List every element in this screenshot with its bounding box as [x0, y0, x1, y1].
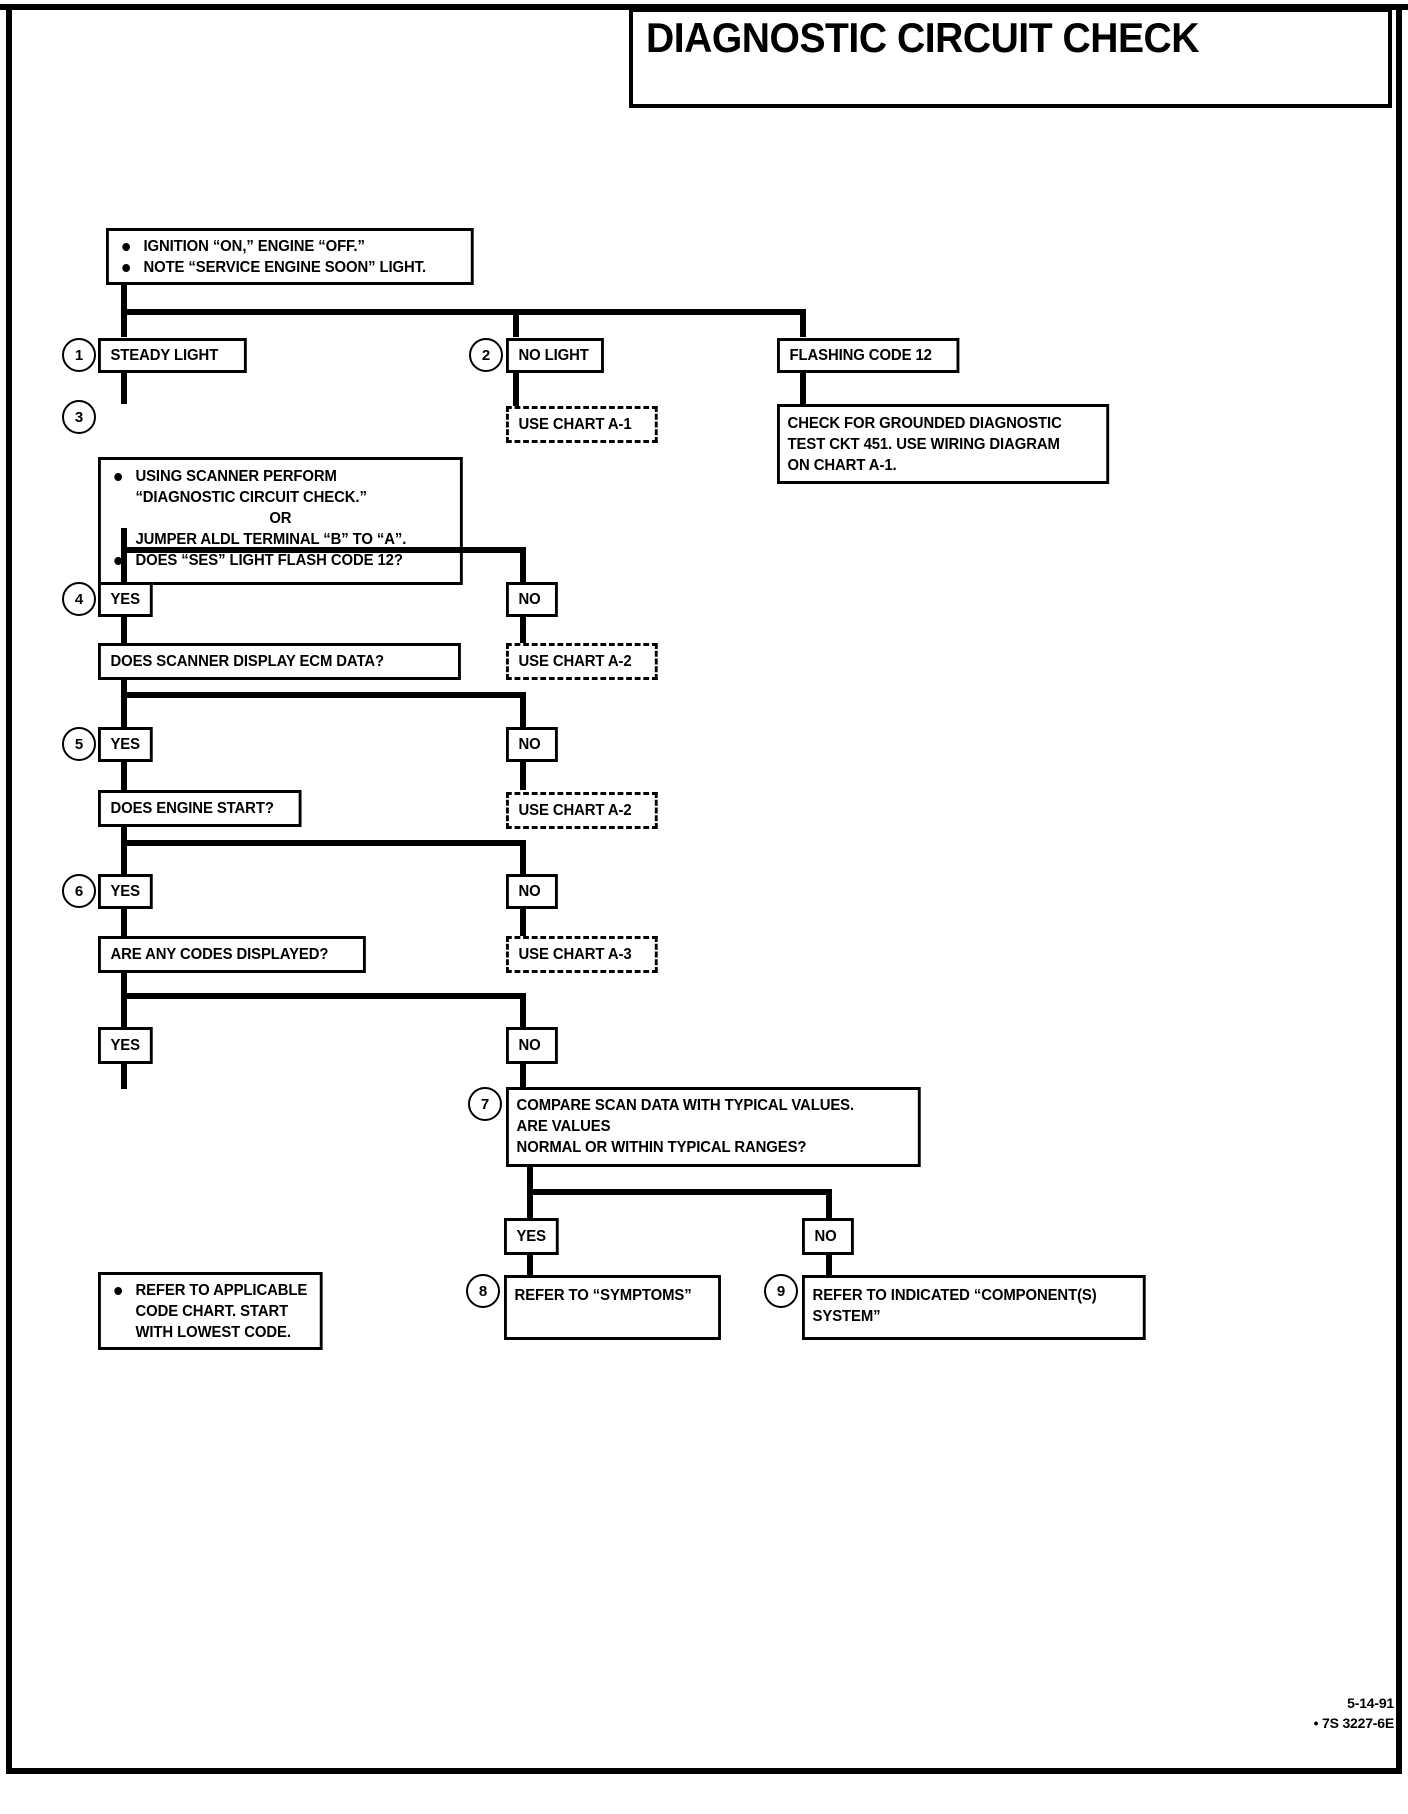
- code-chart-line-1: REFER TO APPLICABLE: [107, 1280, 314, 1301]
- step3-line-4: JUMPER ALDL TERMINAL “B” TO “A”.: [135, 531, 407, 548]
- node-no-5: NO: [506, 727, 558, 762]
- start-line-2: NOTE “SERVICE ENGINE SOON” LIGHT.: [115, 257, 465, 278]
- page-title: DIAGNOSTIC CIRCUIT CHECK: [646, 14, 1200, 61]
- node-steady-light: STEADY LIGHT: [98, 338, 247, 373]
- step-number-3: 3: [62, 400, 96, 434]
- step-number-8: 8: [466, 1274, 500, 1308]
- connector-step3-no: [520, 547, 526, 583]
- step3-line-2: “DIAGNOSTIC CIRCUIT CHECK.”: [135, 489, 367, 506]
- node-yes-5: YES: [98, 727, 153, 762]
- node-grounded-check: CHECK FOR GROUNDED DIAGNOSTIC TEST CKT 4…: [777, 404, 1110, 484]
- connector-step3-across: [121, 547, 526, 553]
- node-no-6: NO: [506, 874, 558, 909]
- connector-q5-across: [121, 840, 526, 846]
- step-number-2: 2: [469, 338, 503, 372]
- step-number-6: 6: [62, 874, 96, 908]
- connector-yesfinal-down: [121, 1064, 127, 1089]
- start-line-1: IGNITION “ON,” ENGINE “OFF.”: [115, 236, 465, 257]
- code-chart-line-3: WITH LOWEST CODE.: [135, 1324, 291, 1341]
- node-use-chart-a1: USE CHART A-1: [506, 406, 658, 443]
- bullet-dot-icon: [114, 1287, 122, 1295]
- page-border-bottom: [6, 1768, 1396, 1774]
- connector-q6-down: [121, 973, 127, 1028]
- step-number-5: 5: [62, 727, 96, 761]
- page-border-left: [6, 4, 12, 1774]
- connector-no4-down: [520, 617, 526, 643]
- step-number-1: 1: [62, 338, 96, 372]
- node-step3: USING SCANNER PERFORM “DIAGNOSTIC CIRCUI…: [98, 457, 463, 585]
- page-border-top: [0, 4, 1408, 10]
- bullet-dot-icon: [114, 473, 122, 481]
- footer-part-number: • 7S 3227-6E: [1313, 1715, 1395, 1731]
- node-q5-engine-start: DOES ENGINE START?: [98, 790, 302, 827]
- step-number-4: 4: [62, 582, 96, 616]
- node-flashing-code-12: FLASHING CODE 12: [777, 338, 960, 373]
- node-yes-step7: YES: [504, 1218, 559, 1255]
- node-no-light: NO LIGHT: [506, 338, 604, 373]
- connector-yes6-down: [121, 909, 127, 936]
- node-no-step7: NO: [802, 1218, 854, 1255]
- connector-yes4-down: [121, 617, 127, 643]
- connector-steady-down: [121, 373, 127, 404]
- footer-date: 5-14-91: [1347, 1695, 1394, 1711]
- connector-yes5-down: [121, 762, 127, 790]
- step3-line-5: DOES “SES” LIGHT FLASH CODE 12?: [107, 550, 455, 571]
- node-use-chart-a3: USE CHART A-3: [506, 936, 658, 973]
- connector-q5-down: [121, 827, 127, 875]
- connector-to-no-light: [513, 309, 519, 337]
- connector-start-across: [121, 309, 806, 315]
- code-chart-line-2: CODE CHART. START: [135, 1303, 289, 1320]
- connector-no6-down: [520, 909, 526, 936]
- scan-speck: [648, 1192, 651, 1195]
- node-yes-final: YES: [98, 1027, 153, 1064]
- connector-q4-across: [121, 692, 526, 698]
- connector-nofinal-down: [520, 1064, 526, 1089]
- connector-flashing-down: [800, 373, 806, 406]
- connector-no5-down: [520, 762, 526, 790]
- connector-q4-no: [520, 692, 526, 728]
- connector-q6-no: [520, 993, 526, 1028]
- connector-yes7-down: [527, 1255, 533, 1277]
- node-yes-4: YES: [98, 582, 153, 617]
- start-instructions-box: IGNITION “ON,” ENGINE “OFF.” NOTE “SERVI…: [106, 228, 474, 285]
- node-no-4: NO: [506, 582, 558, 617]
- connector-q4-down: [121, 680, 127, 728]
- node-q4-scanner-data: DOES SCANNER DISPLAY ECM DATA?: [98, 643, 461, 680]
- title-plate: [629, 8, 1392, 108]
- page-border-right: [1396, 4, 1402, 1774]
- connector-step7-across: [527, 1189, 832, 1195]
- node-use-chart-a2-second: USE CHART A-2: [506, 792, 658, 829]
- node-use-chart-a2-first: USE CHART A-2: [506, 643, 658, 680]
- node-q6-codes-displayed: ARE ANY CODES DISPLAYED?: [98, 936, 366, 973]
- connector-nolight-down: [513, 373, 519, 408]
- connector-q6-across: [121, 993, 526, 999]
- step-number-7: 7: [468, 1087, 502, 1121]
- connector-step7-no: [826, 1189, 832, 1220]
- step-number-9: 9: [764, 1274, 798, 1308]
- step3-line-1: USING SCANNER PERFORM: [107, 466, 455, 487]
- node-yes-6: YES: [98, 874, 153, 909]
- connector-no7-down: [826, 1255, 832, 1277]
- node-refer-code-chart: REFER TO APPLICABLE CODE CHART. START WI…: [98, 1272, 323, 1350]
- bullet-dot-icon: [114, 557, 122, 565]
- node-no-final: NO: [506, 1027, 558, 1064]
- connector-step3-down: [121, 528, 127, 583]
- node-step9-refer-component-system: REFER TO INDICATED “COMPONENT(S) SYSTEM”: [802, 1275, 1146, 1340]
- node-step7-compare-scan-data: COMPARE SCAN DATA WITH TYPICAL VALUES. A…: [506, 1087, 921, 1167]
- connector-to-flashing: [800, 309, 806, 337]
- connector-q5-no: [520, 840, 526, 875]
- step3-line-3: OR: [269, 510, 292, 527]
- bullet-dot-icon: [122, 264, 130, 272]
- node-step8-refer-symptoms: REFER TO “SYMPTOMS”: [504, 1275, 721, 1340]
- bullet-dot-icon: [122, 243, 130, 251]
